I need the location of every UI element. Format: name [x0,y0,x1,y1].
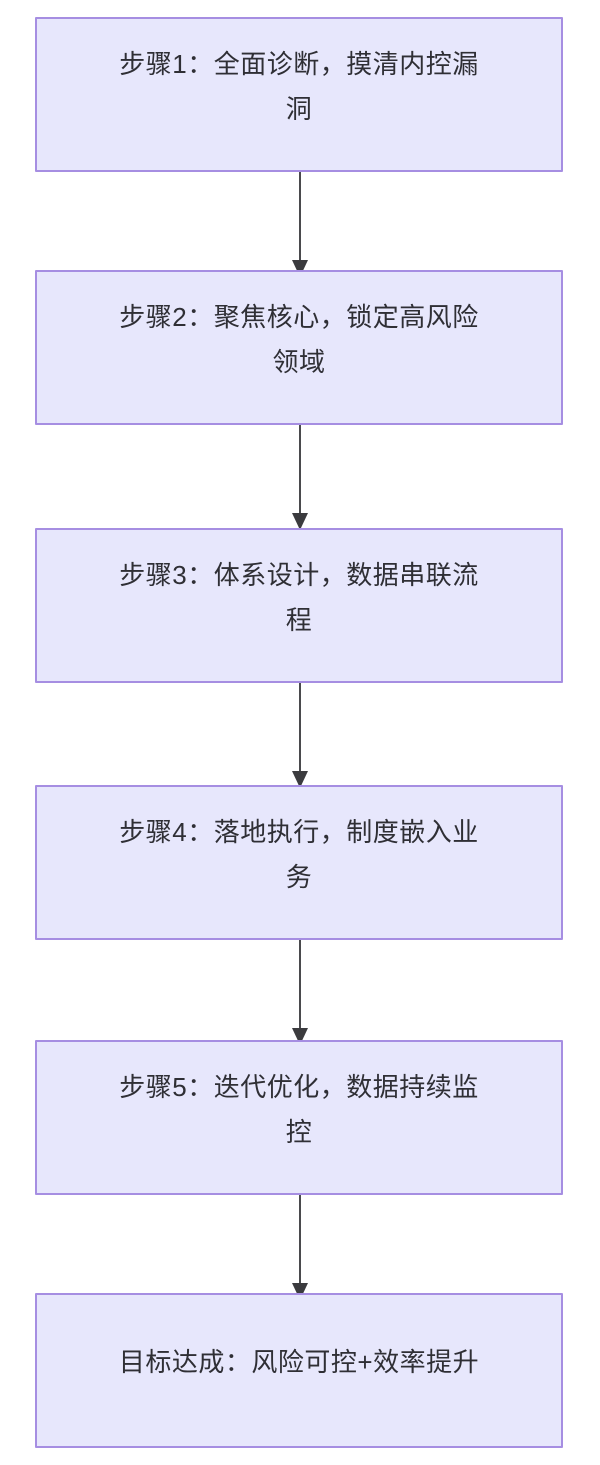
flow-connector-step4-step5 [292,940,308,1045]
down-arrow-icon [292,513,308,530]
flow-node-label: 步骤2：聚焦核心，锁定高风险领域 [119,301,479,377]
flow-node-step1[interactable]: 步骤1：全面诊断，摸清内控漏洞 [35,17,563,172]
flow-node-step5[interactable]: 步骤5：迭代优化，数据持续监控 [35,1040,563,1195]
connector-line [299,172,301,264]
connector-line [299,425,301,517]
flow-node-step2[interactable]: 步骤2：聚焦核心，锁定高风险领域 [35,270,563,425]
flow-node-label: 步骤3：体系设计，数据串联流程 [119,559,479,635]
flow-node-label: 步骤5：迭代优化，数据持续监控 [119,1071,479,1147]
flow-node-step3[interactable]: 步骤3：体系设计，数据串联流程 [35,528,563,683]
flow-connector-step2-step3 [292,425,308,530]
connector-line [299,683,301,775]
flow-node-label: 目标达成：风险可控+效率提升 [118,1347,480,1377]
flow-node-goal[interactable]: 目标达成：风险可控+效率提升 [35,1293,563,1448]
down-arrow-icon [292,771,308,788]
flow-node-step4[interactable]: 步骤4：落地执行，制度嵌入业务 [35,785,563,940]
flow-connector-step1-step2 [292,172,308,277]
flow-node-label: 步骤4：落地执行，制度嵌入业务 [119,816,479,892]
flow-node-label: 步骤1：全面诊断，摸清内控漏洞 [119,48,479,124]
connector-line [299,940,301,1032]
connector-line [299,1195,301,1287]
flow-connector-step3-step4 [292,683,308,788]
flow-connector-step5-goal [292,1195,308,1300]
